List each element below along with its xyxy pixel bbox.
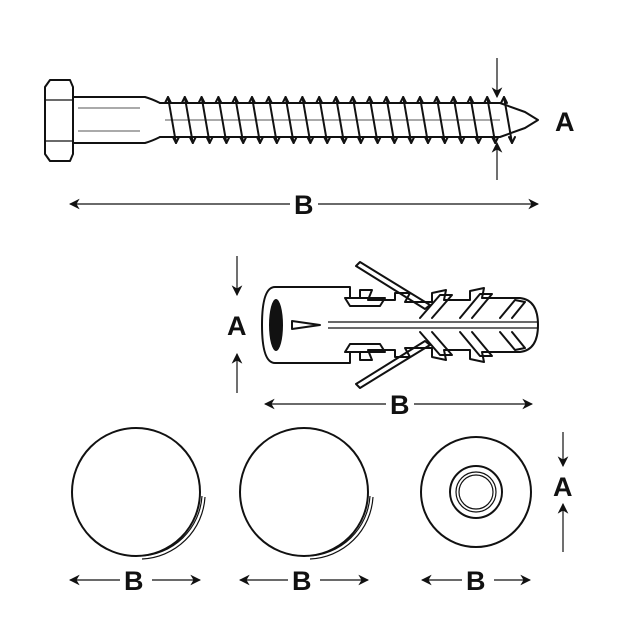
thread-tip: [214, 96, 223, 104]
screw-diameter-dimension: A: [491, 58, 575, 180]
thread-crest: [368, 96, 379, 144]
thread-crest: [200, 96, 211, 144]
thread-crest: [318, 96, 329, 144]
thread-tip: [164, 96, 172, 104]
thread-crest: [452, 96, 463, 144]
thread-tip: [205, 136, 214, 144]
thread-tip: [424, 136, 432, 144]
thread-crest: [435, 96, 446, 144]
thread-tip: [449, 96, 458, 104]
cap1-diameter-label: B: [124, 566, 144, 596]
thread-tip: [323, 136, 332, 144]
thread-crest: [351, 96, 362, 144]
thread-tip: [298, 96, 307, 104]
thread-tip: [390, 136, 399, 144]
thread-tip: [457, 136, 466, 144]
screw-length-label: B: [294, 190, 314, 220]
washer-icon: [420, 436, 532, 548]
screw-length-dimension: B: [68, 190, 540, 220]
thread-tip: [474, 136, 483, 144]
thread-tip: [340, 136, 348, 144]
thread-tip: [432, 96, 441, 104]
thread-tip: [416, 96, 424, 104]
thread-tip: [256, 136, 264, 144]
cap2-diameter-label: B: [292, 566, 312, 596]
thread-crest: [301, 96, 312, 144]
thread-tip: [399, 96, 408, 104]
thread-tip: [373, 136, 382, 144]
cover-cap-icon: [71, 427, 206, 560]
washer-height-dimension: A: [553, 432, 573, 552]
thread-tip: [180, 96, 189, 104]
thread-tip: [248, 96, 256, 104]
thread-tip: [332, 96, 340, 104]
plug-diameter-dimension: A: [227, 256, 247, 393]
thread-crest: [385, 96, 396, 144]
thread-tip: [382, 96, 391, 104]
plug-diameter-label: A: [227, 311, 247, 341]
thread-crest: [335, 96, 345, 144]
thread-crest: [234, 96, 245, 144]
thread-crest: [217, 96, 228, 144]
thread-tip: [281, 96, 290, 104]
thread-tip: [508, 136, 516, 144]
hex-lag-screw-icon: [44, 79, 539, 162]
wall-plug-icon: [261, 261, 539, 389]
thread-tip: [348, 96, 357, 104]
thread-tip: [365, 96, 374, 104]
thread-tip: [272, 136, 281, 144]
thread-crest: [402, 96, 413, 144]
washer-diameter-label: B: [466, 566, 486, 596]
thread-crest: [284, 96, 295, 144]
thread-tip: [197, 96, 206, 104]
thread-crest: [503, 96, 513, 144]
washer-diameter-dimension: B: [420, 566, 532, 596]
screw-diameter-label: A: [555, 107, 575, 137]
thread-crest: [419, 96, 429, 144]
thread-tip: [188, 136, 197, 144]
thread-tip: [264, 96, 273, 104]
screw-threads: [164, 96, 516, 144]
thread-crest: [486, 96, 497, 144]
thread-crest: [251, 96, 261, 144]
thread-crest: [267, 96, 278, 144]
washer-height-label: A: [553, 472, 573, 502]
thread-tip: [172, 136, 180, 144]
thread-tip: [356, 136, 365, 144]
thread-tip: [407, 136, 416, 144]
thread-tip: [315, 96, 324, 104]
plug-length-dimension: B: [263, 390, 534, 420]
thread-crest: [469, 96, 480, 144]
cap1-diameter-dimension: B: [68, 566, 202, 596]
plug-length-label: B: [390, 390, 410, 420]
thread-tip: [239, 136, 248, 144]
thread-tip: [306, 136, 315, 144]
thread-tip: [231, 96, 240, 104]
thread-crest: [167, 96, 177, 144]
thread-crest: [183, 96, 194, 144]
cover-cap-icon: [239, 427, 374, 560]
thread-tip: [222, 136, 231, 144]
thread-tip: [500, 96, 508, 104]
thread-tip: [289, 136, 298, 144]
thread-tip: [466, 96, 475, 104]
thread-tip: [483, 96, 492, 104]
cap2-diameter-dimension: B: [238, 566, 370, 596]
thread-tip: [440, 136, 449, 144]
